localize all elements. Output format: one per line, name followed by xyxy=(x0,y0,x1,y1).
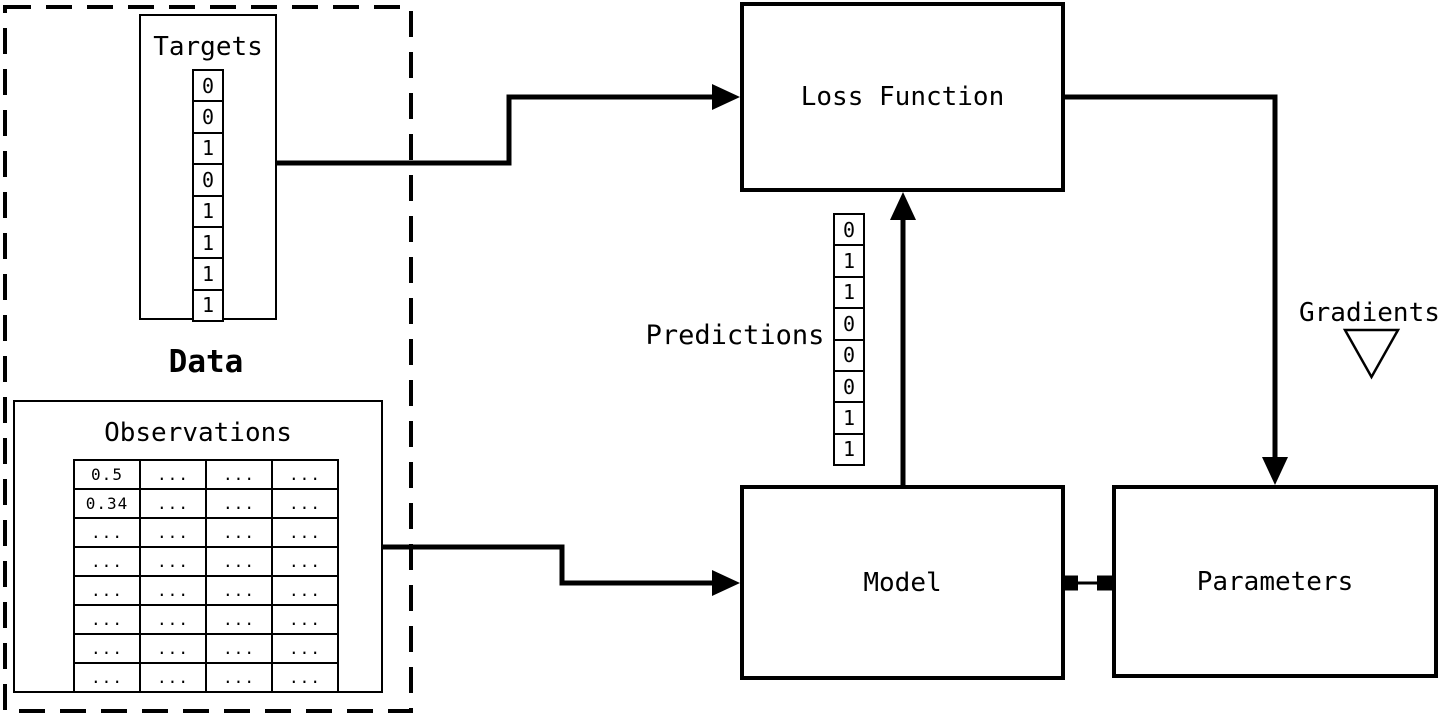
loss-function-node: Loss Function xyxy=(740,2,1065,192)
vector-cell: 0 xyxy=(192,69,224,103)
predictions-label: Predictions xyxy=(645,320,825,351)
observations-cell: ... xyxy=(205,546,273,577)
square-terminal-parameters xyxy=(1097,575,1112,591)
arrowhead-loss-to-parameters xyxy=(1262,457,1288,485)
observations-row: ............ xyxy=(73,517,339,548)
observations-row: 0.34......... xyxy=(73,488,339,519)
observations-cell: ... xyxy=(271,604,339,635)
vector-cell: 1 xyxy=(192,257,224,291)
observations-cell: ... xyxy=(205,662,273,693)
observations-cell: ... xyxy=(139,604,207,635)
vector-cell: 1 xyxy=(833,432,865,466)
observations-cell: ... xyxy=(271,488,339,519)
observations-cell: ... xyxy=(205,488,273,519)
vector-cell: 0 xyxy=(833,369,865,404)
observations-cell: ... xyxy=(139,488,207,519)
parameters-label: Parameters xyxy=(1196,566,1354,597)
observations-table: 0.5.........0.34........................… xyxy=(73,459,339,693)
gradients-triangle-icon xyxy=(1342,328,1401,380)
model-label: Model xyxy=(863,567,942,598)
data-group-dashed-border xyxy=(3,5,413,713)
observations-cell: ... xyxy=(271,517,339,548)
observations-label: Observations xyxy=(104,418,292,448)
observations-cell: ... xyxy=(205,575,273,606)
observations-cell: ... xyxy=(205,633,273,664)
vector-cell: 1 xyxy=(192,288,224,322)
observations-cell: ... xyxy=(205,604,273,635)
vector-cell: 1 xyxy=(833,275,865,310)
vector-cell: 0 xyxy=(833,338,865,372)
vector-cell: 1 xyxy=(833,244,865,278)
observations-cell: ... xyxy=(271,459,339,490)
vector-cell: 0 xyxy=(833,213,865,247)
observations-cell: ... xyxy=(271,546,339,577)
vector-cell: 0 xyxy=(833,307,865,341)
observations-cell: ... xyxy=(139,633,207,664)
observations-cell: ... xyxy=(73,662,141,693)
vector-cell: 0 xyxy=(192,100,224,134)
observations-cell: ... xyxy=(73,575,141,606)
arrowhead-model-to-loss xyxy=(890,192,916,220)
observations-cell: ... xyxy=(139,575,207,606)
observations-cell: ... xyxy=(139,662,207,693)
observations-row: ............ xyxy=(73,604,339,635)
observations-cell: ... xyxy=(139,546,207,577)
observations-cell: 0.34 xyxy=(73,488,141,519)
parameters-node: Parameters xyxy=(1112,485,1438,678)
loss-function-label: Loss Function xyxy=(800,82,1005,112)
observations-cell: ... xyxy=(139,517,207,548)
vector-cell: 1 xyxy=(192,194,224,228)
observations-box: Observations 0.5.........0.34...........… xyxy=(13,400,383,693)
observations-cell: ... xyxy=(271,575,339,606)
arrowhead-observations-to-model xyxy=(712,570,740,596)
connector-loss-to-parameters xyxy=(1065,94,1278,461)
data-group-title: Data xyxy=(168,344,244,380)
gradients-label: Gradients xyxy=(1299,298,1440,328)
observations-cell: ... xyxy=(73,517,141,548)
vector-cell: 0 xyxy=(192,163,224,197)
observations-cell: ... xyxy=(205,459,273,490)
vector-cell: 1 xyxy=(833,401,865,435)
observations-row: 0.5......... xyxy=(73,459,339,490)
observations-row: ............ xyxy=(73,546,339,577)
observations-row: ............ xyxy=(73,575,339,606)
observations-cell: ... xyxy=(139,459,207,490)
connector-observations-to-model xyxy=(383,544,716,586)
arrowhead-targets-to-loss xyxy=(712,84,740,110)
observations-row: ............ xyxy=(73,633,339,664)
observations-cell: ... xyxy=(271,633,339,664)
observations-cell: ... xyxy=(205,517,273,548)
connector-targets-to-loss xyxy=(277,94,716,166)
observations-cell: ... xyxy=(73,633,141,664)
observations-row: ............ xyxy=(73,662,339,693)
square-terminal-model xyxy=(1063,575,1078,591)
observations-cell: ... xyxy=(271,662,339,693)
vector-cell: 1 xyxy=(192,225,224,260)
observations-cell: 0.5 xyxy=(73,459,141,490)
vector-cell: 1 xyxy=(192,131,224,166)
model-node: Model xyxy=(740,485,1065,680)
targets-label: Targets xyxy=(153,32,263,62)
observations-cell: ... xyxy=(73,546,141,577)
observations-cell: ... xyxy=(73,604,141,635)
